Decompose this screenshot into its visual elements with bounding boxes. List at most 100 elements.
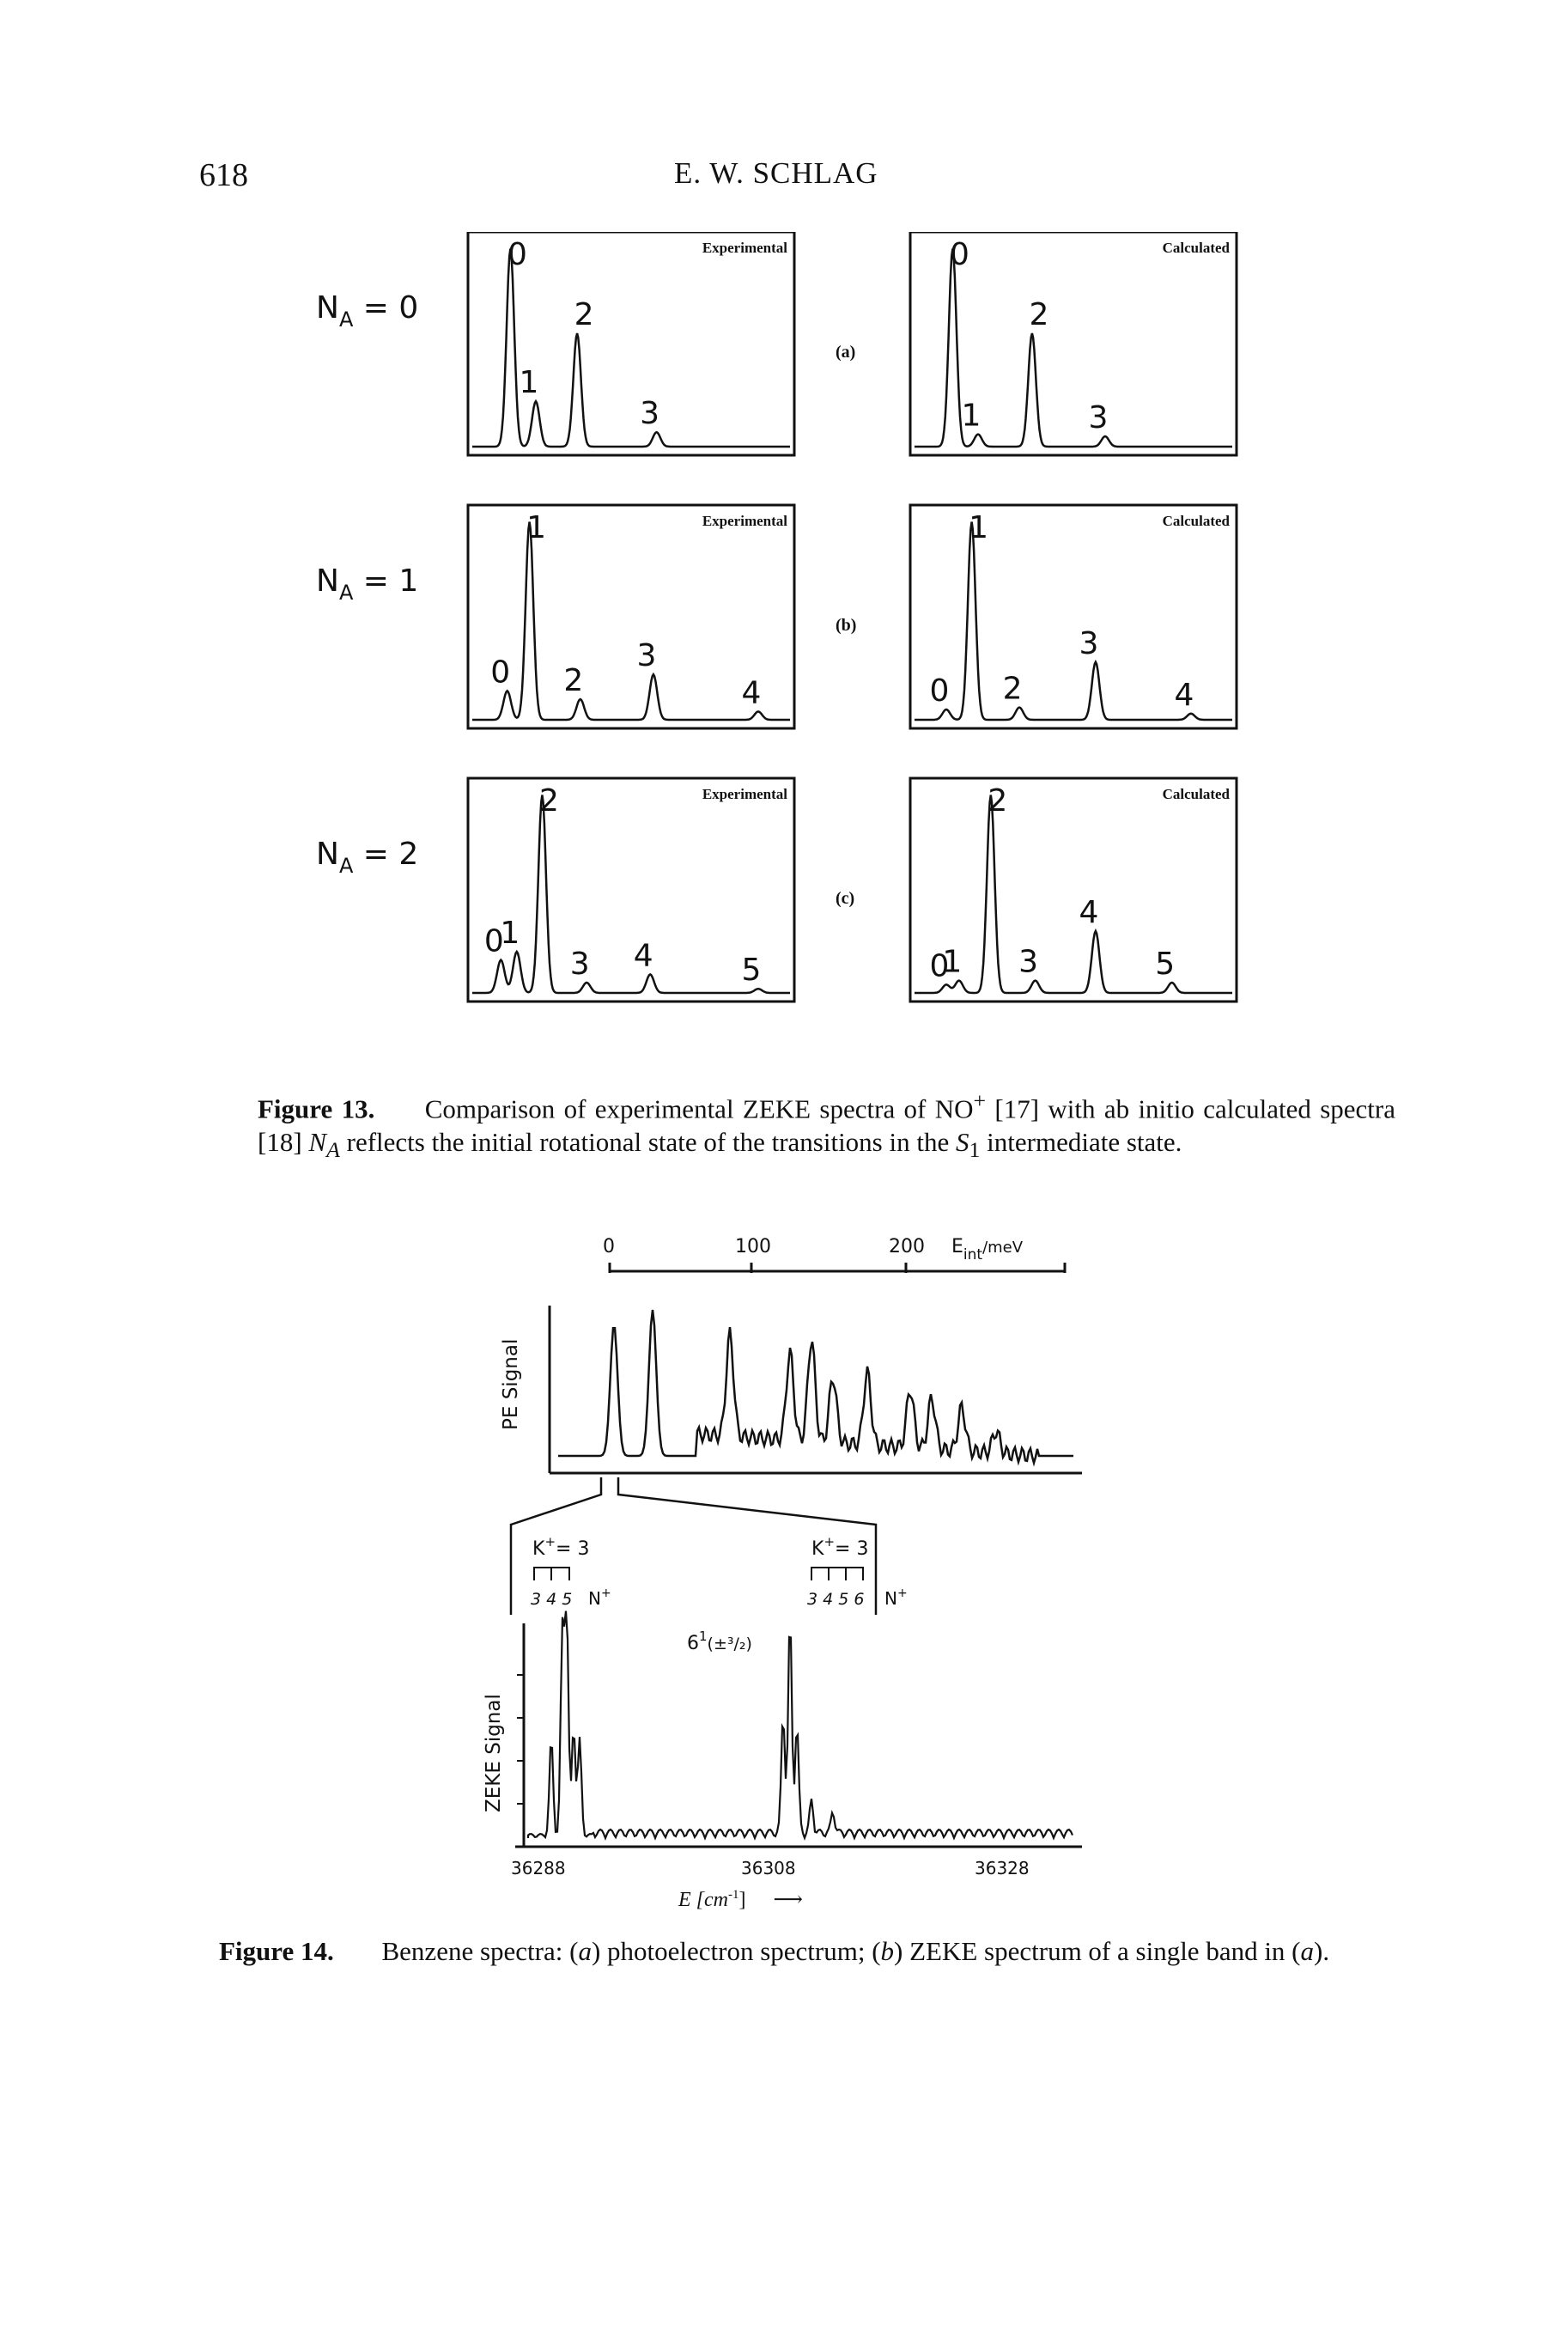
zeke-spectrum-trace — [526, 1610, 1074, 1842]
bottom-tick-label: 36328 — [975, 1858, 1030, 1878]
peak-label: 4 — [742, 675, 762, 710]
caption-italic: b — [880, 1936, 895, 1966]
n-label-left: N+ — [588, 1586, 611, 1609]
spectrum-trace — [472, 248, 790, 448]
panel-letter: (b) — [836, 616, 856, 635]
peak-label: 5 — [742, 953, 762, 988]
peak-label: 1 — [526, 510, 546, 545]
peak-label: 2 — [563, 663, 583, 698]
na-label: NA = 0 — [316, 290, 418, 332]
caption-text: reflects the initial rotational state of… — [339, 1127, 956, 1158]
peak-label: 1 — [500, 916, 520, 951]
caption-text: Comparison of experimental ZEKE spectra … — [424, 1093, 974, 1124]
xlabel-sup: -1 — [727, 1888, 739, 1902]
panel-letter: (c) — [836, 889, 854, 908]
caption-text: ) ZEKE spectrum of a single band in ( — [894, 1936, 1301, 1966]
running-head-author: E. W. SCHLAG — [674, 156, 878, 190]
figure-13-caption: Figure 13. Comparison of experimental ZE… — [258, 1084, 1395, 1167]
caption-italic: a — [578, 1936, 592, 1966]
spectrum-panel: Experimental 0 12 3 — [466, 232, 796, 457]
caption-italic: S — [955, 1127, 969, 1158]
spectrum-panel: Calculated 0 1 2 3 — [909, 232, 1238, 457]
spectrum-trace — [472, 795, 790, 995]
panel-tag: Calculated — [1163, 513, 1231, 529]
caption-italic-sub: A — [326, 1137, 340, 1163]
caption-text: ). — [1314, 1936, 1330, 1966]
peak-label: 5 — [1155, 947, 1175, 982]
caption-label: Figure 13. — [258, 1093, 375, 1124]
peak-label: 0 — [950, 237, 969, 272]
peak-label: 3 — [640, 396, 659, 431]
figure-14-caption: Figure 14. Benzene spectra: (a) photoele… — [219, 1934, 1397, 1968]
peak-label: 0 — [930, 948, 950, 983]
zeke-spectrum-panel: ZEKE Signal 36288 36308 36328 — [483, 1610, 1082, 1878]
peak-label: 0 — [930, 673, 950, 709]
caption-label: Figure 14. — [219, 1936, 334, 1966]
pe-signal-ylabel: PE Signal — [500, 1339, 522, 1430]
panel-letter: (a) — [836, 343, 855, 362]
caption-text: ) photoelectron spectrum; ( — [591, 1936, 881, 1966]
na-label: NA = 1 — [316, 563, 418, 605]
n-digits-right: 3 4 5 6 — [807, 1590, 864, 1609]
caption-italic: N — [308, 1127, 327, 1158]
spectrum-trace — [915, 248, 1232, 448]
top-axis-label: Eint/meV — [951, 1236, 1024, 1263]
top-tick-label: 0 — [603, 1236, 615, 1257]
spectrum-panel: Experimental 0 1 2 3 4 — [466, 503, 796, 730]
arrow-right-icon: ⟶ — [773, 1889, 803, 1911]
peak-label: 2 — [539, 783, 559, 819]
peak-label: 0 — [490, 655, 510, 690]
peak-label: 2 — [988, 783, 1007, 819]
figure-14-xlabel: E [cm-1] ⟶ — [678, 1887, 803, 1912]
panel-tag: Experimental — [702, 240, 787, 256]
top-energy-axis: 0 100 200 Eint/meV — [603, 1236, 1067, 1273]
caption-text: Benzene spectra: ( — [381, 1936, 579, 1966]
panel-tag: Experimental — [702, 786, 787, 802]
zeke-signal-ylabel: ZEKE Signal — [483, 1694, 505, 1812]
panel-tag: Calculated — [1163, 786, 1231, 802]
page-number: 618 — [199, 157, 248, 193]
panel-tag: Calculated — [1163, 240, 1231, 256]
k-label-left: K+= 3 — [532, 1534, 589, 1560]
peak-label: 1 — [962, 399, 982, 434]
figure-14: 0 100 200 Eint/meV PE Signal K+= 3 3 4 5… — [483, 1236, 1082, 1878]
k-label-right: K+= 3 — [811, 1534, 868, 1560]
peak-label: 3 — [636, 638, 656, 673]
peak-label: 4 — [1174, 678, 1194, 713]
peak-label: 4 — [1079, 895, 1098, 930]
peak-label: 2 — [1029, 297, 1048, 332]
bottom-tick-label: 36308 — [741, 1858, 796, 1878]
panel-tag: Experimental — [702, 513, 787, 529]
peak-label: 2 — [574, 297, 594, 332]
peak-label: 2 — [1003, 672, 1023, 707]
top-tick-label: 100 — [735, 1236, 771, 1257]
top-tick-label: 200 — [889, 1236, 925, 1257]
figure-13: NA = 0(a)Experimental0123Calculated0123N… — [316, 232, 1238, 1003]
peak-label: 3 — [1018, 945, 1038, 980]
peak-label: 0 — [507, 237, 527, 272]
peak-label: 0 — [484, 924, 504, 959]
bottom-tick-label: 36288 — [511, 1858, 566, 1878]
xlabel-text: E [cm — [678, 1889, 728, 1911]
spectrum-trace — [915, 521, 1232, 722]
spectrum-trace — [915, 795, 1232, 995]
caption-text: [17] with ab initio calculated spectra [… — [258, 1093, 1395, 1158]
spectrum-trace — [472, 521, 790, 722]
rotational-assignment-right: K+= 3 3 4 5 6 N+ — [807, 1534, 908, 1609]
caption-sub: 1 — [969, 1137, 981, 1163]
peak-label: 3 — [1079, 626, 1098, 661]
pe-spectrum-panel: PE Signal — [500, 1306, 1082, 1615]
peak-label: 1 — [520, 365, 539, 400]
n-label-right: N+ — [884, 1586, 908, 1609]
na-label: NA = 2 — [316, 837, 418, 878]
peak-label: 3 — [1089, 400, 1109, 435]
caption-italic: a — [1300, 1936, 1315, 1966]
figure-13-row: NA = 1 (b) Experimental 0 1 2 3 4 Calculated 0 1 2 3… — [316, 503, 1238, 730]
rotational-assignment-left: K+= 3 3 4 5 N+ — [531, 1534, 611, 1609]
caption-sup: + — [973, 1088, 987, 1113]
n-digits-left: 3 4 5 — [531, 1590, 572, 1609]
